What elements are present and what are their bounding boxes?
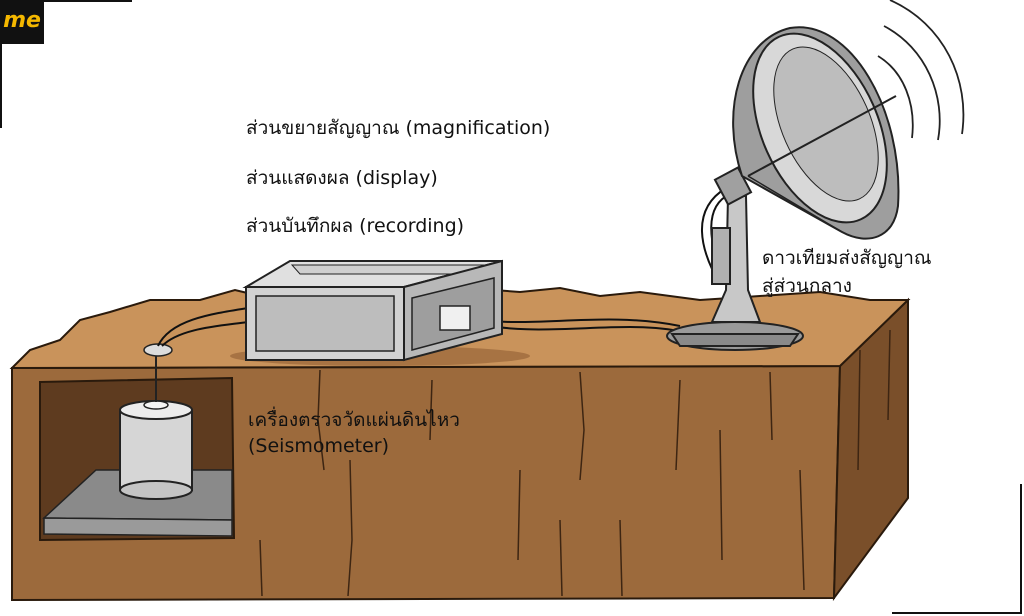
satellite-label-line2: สู่ส่วนกลาง [762, 275, 852, 297]
seismometer-label: เครื่องตรวจวัดแผ่นดินไหว (Seismometer) [248, 407, 460, 459]
soil-cracks [259, 329, 891, 597]
vault-floor-slab [43, 517, 233, 537]
satellite-dish [732, 26, 900, 240]
recorder-box [242, 259, 503, 362]
recording-label: ส่วนบันทึกผล (recording) [246, 215, 465, 237]
seismometer-label-line2: (Seismometer) [248, 435, 390, 457]
seismometer-device [119, 356, 193, 500]
signal-waves [877, 0, 965, 141]
seismometer-label-line1: เครื่องตรวจวัดแผ่นดินไหว [248, 409, 460, 431]
satellite-label: ดาวเทียมส่งสัญญาณ สู่ส่วนกลาง [762, 244, 932, 300]
satellite-dish-stand [666, 166, 804, 351]
magnification-label: ส่วนขยายสัญญาณ (magnification) [246, 117, 551, 139]
brand-logo: me [0, 0, 44, 44]
satellite-label-line1: ดาวเทียมส่งสัญญาณ [762, 247, 932, 269]
display-label: ส่วนแสดงผล (display) [246, 167, 438, 189]
